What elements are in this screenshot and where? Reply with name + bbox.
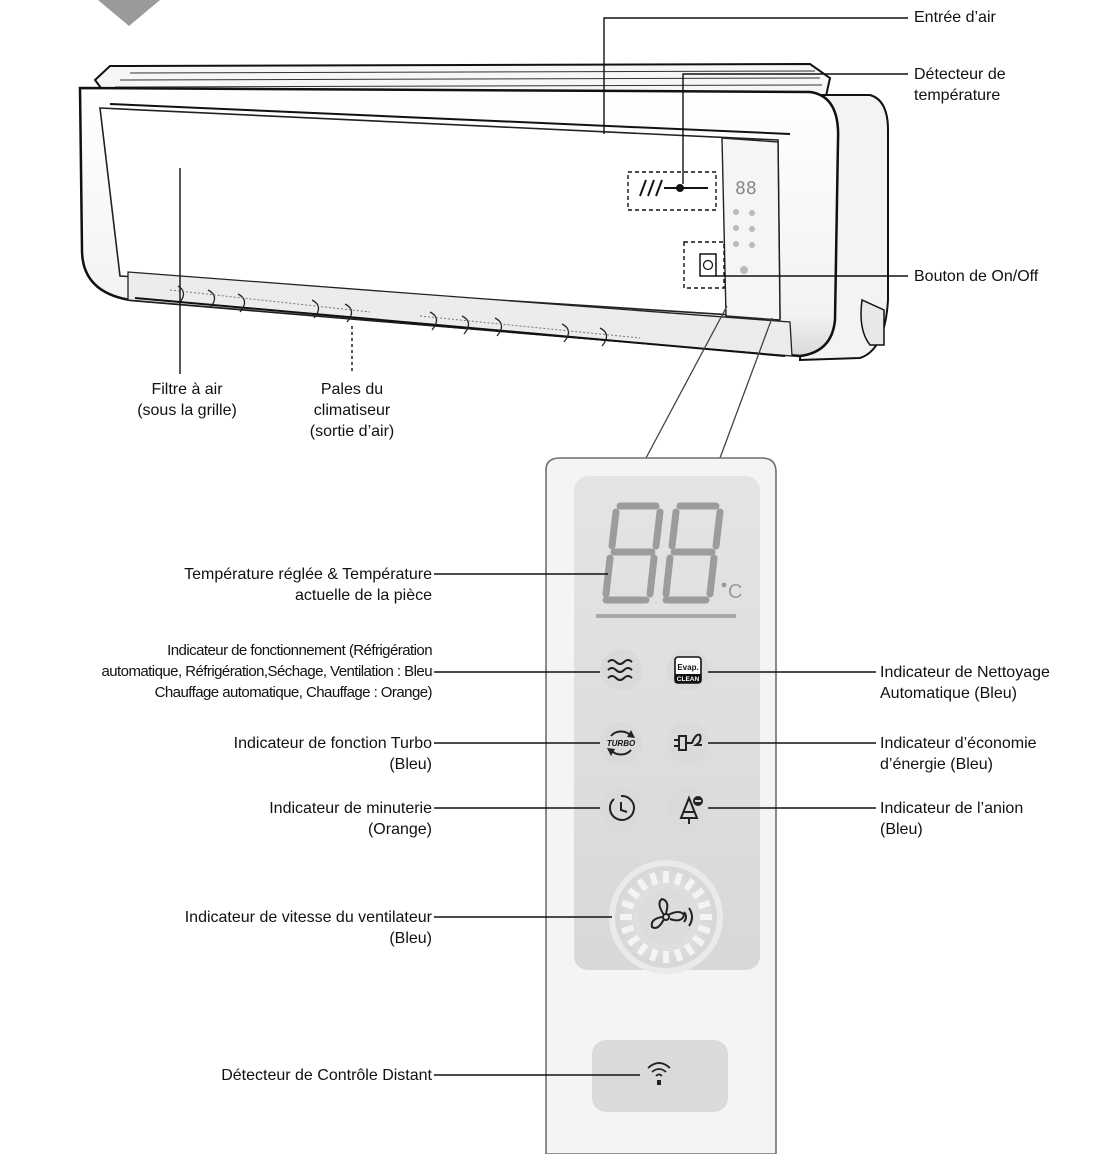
turbo-button: TURBO — [600, 722, 642, 764]
fan-speed-segment — [683, 878, 696, 892]
fan-speed-segment — [621, 899, 635, 910]
timer-button — [600, 787, 642, 829]
label-line: Automatique (Bleu) — [880, 685, 1017, 702]
remote-sensor — [592, 1040, 728, 1112]
label-line: automatique, Réfrigération,Séchage, Vent… — [101, 663, 432, 680]
label-line: Indicateur de l’anion — [880, 800, 1024, 817]
plug-leaf-icon — [674, 733, 702, 751]
fan-speed-segment — [648, 948, 659, 962]
svg-text:Evap.: Evap. — [677, 663, 698, 672]
evap-clean-icon: Evap. CLEAN — [674, 656, 702, 684]
label-timer-indicator: Indicateur de minuterie (Orange) — [269, 798, 432, 840]
label-turbo-indicator: Indicateur de fonction Turbo (Bleu) — [234, 733, 432, 775]
label-temperature-detector: Détecteur de température — [914, 64, 1006, 106]
svg-text:TURBO: TURBO — [607, 739, 636, 748]
anion-button — [667, 787, 709, 829]
fan-speed-segment — [627, 887, 641, 900]
wave-icon — [607, 659, 633, 681]
label-line: Détecteur de — [914, 66, 1006, 83]
label-line: Entrée d’air — [914, 9, 996, 26]
operation-button — [600, 649, 642, 691]
fan-speed-segment — [697, 899, 711, 910]
label-line: Indicateur de fonction Turbo — [233, 735, 432, 752]
label-line: Détecteur de Contrôle Distant — [221, 1067, 432, 1084]
fan-speed-segment — [648, 872, 659, 886]
label-energy-saving-indicator: Indicateur d’économie d’énergie (Bleu) — [880, 733, 1037, 775]
label-line: Température réglée & Température — [184, 566, 432, 583]
fan-speed-dial — [609, 860, 723, 974]
label-air-intake: Entrée d’air — [914, 7, 996, 28]
label-line: (sortie d’air) — [309, 423, 395, 440]
label-air-filter: Filtre à air (sous la grille) — [112, 379, 262, 421]
label-line: Indicateur d’économie — [880, 735, 1037, 752]
label-line: (Bleu) — [389, 756, 432, 773]
label-line: (Bleu) — [389, 930, 432, 947]
label-line: climatiseur — [313, 402, 391, 419]
label-set-temperature: Température réglée & Température actuelle… — [184, 564, 432, 606]
fan-speed-segment — [697, 924, 711, 935]
svg-text:88: 88 — [735, 178, 757, 199]
label-line: Indicateur de Nettoyage — [880, 664, 1050, 681]
label-line: (Bleu) — [880, 821, 923, 838]
label-line: (sous la grille) — [137, 402, 237, 419]
label-line: Bouton de On/Off — [914, 268, 1039, 285]
label-line: température — [914, 87, 1001, 104]
ac-unit-illustration: 88 — [78, 62, 889, 362]
label-line: (Orange) — [367, 821, 432, 838]
display-digits — [602, 502, 724, 604]
label-line: Indicateur de minuterie — [269, 800, 432, 817]
fan-speed-segment — [673, 872, 684, 886]
label-remote-sensor: Détecteur de Contrôle Distant — [221, 1065, 432, 1086]
label-blades: Pales du climatiseur (sortie d’air) — [286, 379, 418, 442]
label-line: Pales du — [320, 381, 384, 398]
turbo-icon: TURBO — [607, 730, 636, 756]
label-line: Filtre à air — [151, 381, 223, 398]
fan-speed-segment — [627, 934, 641, 947]
svg-text:CLEAN: CLEAN — [677, 676, 700, 683]
label-line: d’énergie (Bleu) — [880, 756, 993, 773]
label-fan-speed-indicator: Indicateur de vitesse du ventilateur (Ble… — [185, 907, 432, 949]
label-line: actuelle de la pièce — [295, 587, 432, 604]
fan-speed-segment — [691, 887, 705, 900]
wifi-signal-icon — [647, 1062, 671, 1077]
leader-lines — [179, 17, 908, 1076]
anion-tree-icon — [679, 795, 703, 824]
label-on-off-button: Bouton de On/Off — [914, 266, 1038, 287]
fan-speed-segment — [636, 878, 649, 892]
fan-speed-segment — [673, 948, 684, 962]
label-line: Chauffage automatique, Chauffage : Orang… — [154, 684, 433, 701]
label-anion-indicator: Indicateur de l’anion (Bleu) — [880, 798, 1023, 840]
fan-speed-segment — [636, 942, 649, 956]
label-line: Indicateur de fonctionnement (Réfrigérat… — [167, 642, 432, 659]
label-line: Indicateur de vitesse du ventilateur — [184, 909, 432, 926]
control-panel: C Evap. CLEAN TURBO — [545, 457, 777, 1154]
clock-icon — [609, 794, 635, 821]
fan-speed-segment — [621, 924, 635, 935]
display-unit: C — [728, 581, 742, 603]
energy-saving-button — [667, 722, 709, 764]
zoom-lines — [645, 305, 773, 459]
fan-speed-segment — [691, 934, 705, 947]
corner-triangle — [98, 0, 160, 26]
label-operation-indicator: Indicateur de fonctionnement (Réfrigérat… — [101, 640, 432, 703]
fan-speed-segment — [683, 942, 696, 956]
auto-clean-button: Evap. CLEAN — [667, 649, 709, 691]
fan-icon — [650, 897, 693, 929]
